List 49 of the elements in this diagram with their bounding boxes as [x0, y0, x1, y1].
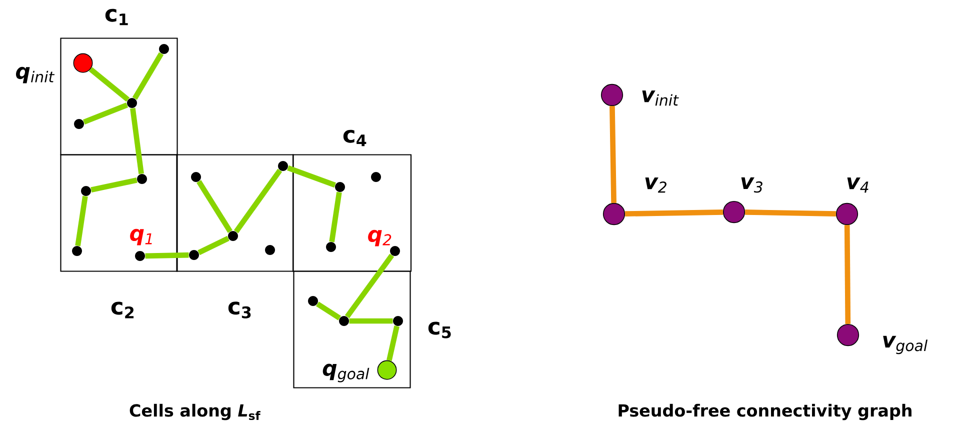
connector-line [386, 326, 400, 362]
cell-label: c$_{3}$ [228, 302, 251, 318]
point-dot [127, 98, 137, 108]
connector-line [234, 168, 282, 234]
connector-line [90, 178, 138, 192]
caption: Pseudo-free connectivity graph [618, 404, 912, 420]
connector-line [344, 254, 394, 318]
point-dot [326, 242, 336, 252]
connector-line [145, 252, 189, 259]
point-label: q$_{goal}$ [322, 364, 370, 382]
cell-label: c$_{2}$ [111, 302, 134, 318]
point-dot [191, 172, 201, 182]
cell-label: c$_{4}$ [343, 130, 366, 146]
cell-label: c$_{1}$ [105, 8, 128, 26]
point-dot [72, 246, 82, 256]
point-dot [74, 119, 84, 129]
point-label: v$_{4}$ [847, 177, 868, 193]
connector-line [198, 236, 230, 256]
point-dot [308, 296, 318, 306]
point-label: v$_{3}$ [741, 177, 762, 193]
point-dot [189, 250, 199, 260]
connector-line [316, 302, 342, 320]
connector-line [130, 108, 144, 174]
caption: Cells along L$_{sf}$ [130, 404, 260, 420]
connector-line [844, 225, 851, 324]
connector-line [610, 106, 616, 203]
point-dot [159, 44, 169, 54]
connector-line [329, 192, 342, 242]
point-dot [335, 182, 345, 192]
point-label: v$_{goal}$ [883, 336, 928, 354]
point-dot [278, 161, 288, 171]
point-label: v$_{2}$ [645, 177, 666, 193]
point-label: q$_{init}$ [16, 66, 55, 84]
connector-line [82, 102, 128, 125]
connector-line [349, 318, 393, 324]
point-label: v$_{init}$ [642, 90, 679, 106]
connector-line [625, 210, 723, 216]
point-dot [393, 316, 403, 326]
cell-label: c$_{5}$ [428, 322, 451, 338]
point-dot [265, 245, 275, 255]
connector-line [745, 210, 836, 216]
point-dot [137, 174, 147, 184]
point-dot [339, 316, 349, 326]
point-dot [81, 186, 91, 196]
connector-line [287, 165, 336, 188]
point-dot [371, 172, 381, 182]
point-label: q$_{2}$ [368, 230, 392, 246]
point-label: q$_{1}$ [130, 228, 152, 246]
point-dot [228, 231, 238, 241]
